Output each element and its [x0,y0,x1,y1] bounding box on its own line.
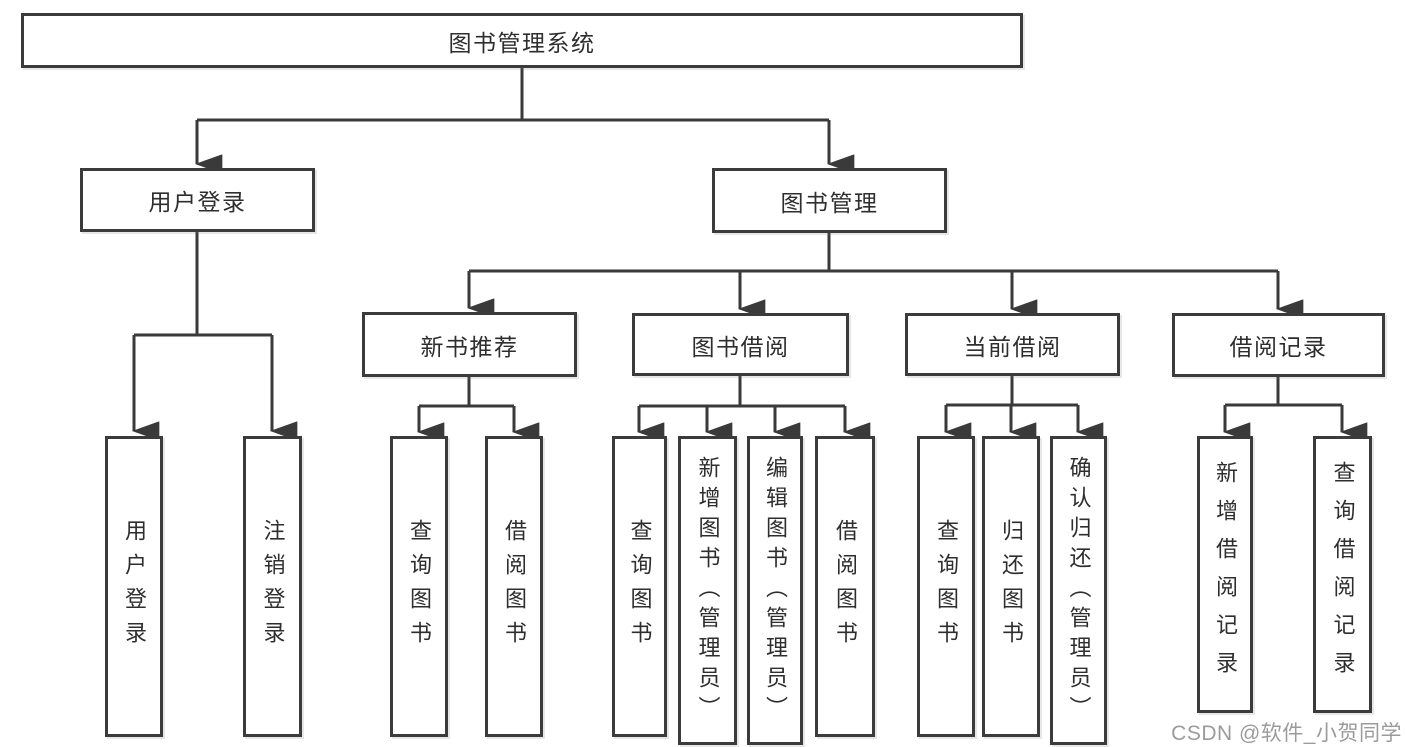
leaf-return-book: 归还图书 [982,436,1040,737]
leaf-label: 借阅图书 [833,518,858,655]
node-label: 图书管理 [780,189,879,216]
leaf-logout: 注销登录 [243,436,302,737]
leaf-label: 查询图书 [934,518,959,655]
node-book-borrow: 图书借阅 [632,313,849,376]
connector-book-mgmt-children [467,233,1304,319]
connector-user-login-children [132,232,298,441]
node-book-management: 图书管理 [712,168,947,233]
leaf-query-book-recommend: 查询图书 [390,436,448,737]
connector-borrow-record-children [1223,377,1368,442]
node-label: 新书推荐 [420,333,519,360]
node-new-book-recommend: 新书推荐 [362,312,577,377]
node-current-borrow: 当前借阅 [905,313,1120,376]
leaf-label: 新增借阅记录 [1213,460,1238,689]
leaf-label: 查询图书 [407,518,432,655]
leaf-add-borrow-record: 新增借阅记录 [1197,436,1253,713]
csdn-watermark: CSDN @软件_小贺同学 [1171,722,1402,745]
leaf-label: 用户登录 [122,518,147,655]
node-label: 图书管理系统 [448,29,596,56]
connector-root-to-level2 [195,68,855,174]
connector-new-book-children [417,377,540,442]
node-label: 用户登录 [148,189,247,215]
leaf-user-login: 用户登录 [105,436,163,737]
leaf-add-book-admin: 新增图书（管理员） [678,436,737,745]
connector-book-borrow-children [637,376,871,442]
leaf-label: 注销登录 [260,518,286,655]
leaf-label: 归还图书 [999,518,1024,655]
leaf-confirm-return-admin: 确认归还（管理员） [1050,436,1107,745]
node-label: 当前借阅 [963,333,1062,360]
node-borrow-record: 借阅记录 [1172,313,1385,377]
node-user-login: 用户登录 [80,168,315,232]
leaf-label: 借阅图书 [502,518,527,655]
leaf-query-book-current: 查询图书 [917,436,975,737]
leaf-label: 新增图书（管理员） [695,455,721,726]
leaf-query-book-borrow: 查询图书 [612,436,667,737]
leaf-edit-book-admin: 编辑图书（管理员） [747,436,803,745]
node-label: 图书借阅 [691,333,790,360]
leaf-borrow-book-recommend: 借阅图书 [485,436,543,737]
leaf-borrow-book: 借阅图书 [815,436,875,737]
connector-current-borrow-children [944,376,1104,442]
leaf-label: 查询借阅记录 [1330,460,1356,689]
node-library-system: 图书管理系统 [21,13,1023,68]
leaf-query-borrow-record: 查询借阅记录 [1313,436,1372,713]
leaf-label: 查询图书 [627,518,653,655]
leaf-label: 确认归还（管理员） [1066,455,1092,726]
leaf-label: 编辑图书（管理员） [763,455,788,726]
node-label: 借阅记录 [1229,334,1328,360]
